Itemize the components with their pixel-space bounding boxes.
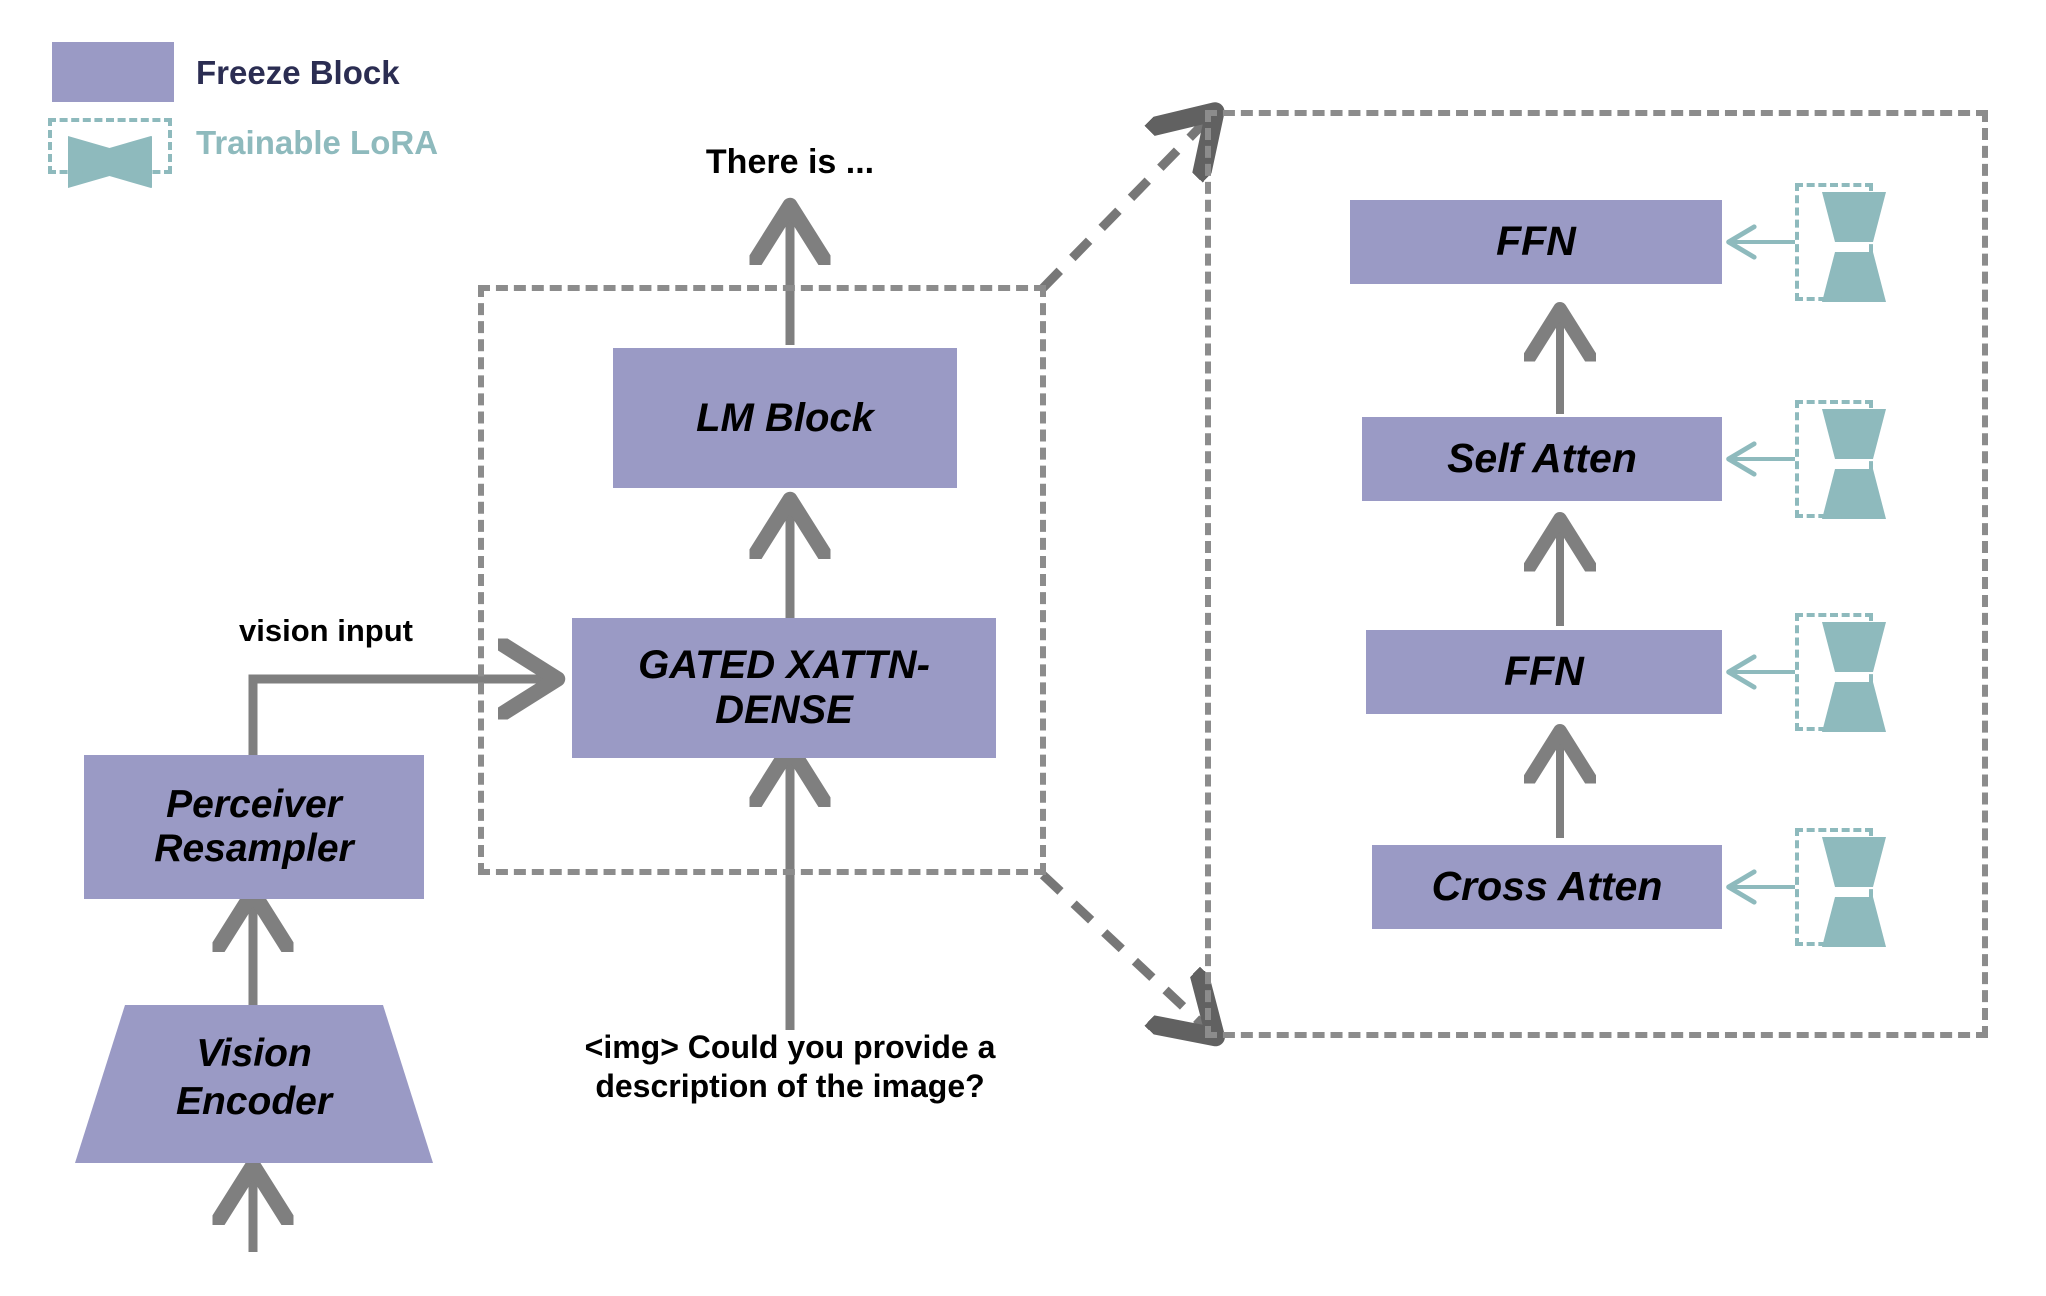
lm-layer-group-box [478, 285, 1046, 875]
output-text: There is ... [705, 143, 875, 181]
expand-connector-bottom [1039, 871, 1205, 1027]
legend-swatch-trainable-lora [48, 118, 172, 174]
perceiver-resampler-block[interactable]: Perceiver Resampler [84, 755, 424, 899]
legend-label-freeze-block: Freeze Block [196, 54, 400, 91]
expand-connector-top [1039, 122, 1205, 292]
lora-module-ffn-bottom[interactable] [1795, 613, 1873, 731]
vision-input-label: vision input [239, 613, 413, 648]
right-block-ffn-top[interactable]: FFN [1350, 200, 1722, 284]
right-block-self-atten[interactable]: Self Atten [1362, 417, 1722, 501]
right-block-cross-atten[interactable]: Cross Atten [1372, 845, 1722, 929]
lora-module-ffn-top[interactable] [1795, 183, 1873, 301]
lora-module-self-atten[interactable] [1795, 400, 1873, 518]
vision-encoder-label[interactable]: Vision Encoder [175, 1032, 333, 1123]
lm-block[interactable]: LM Block [613, 348, 957, 488]
legend-swatch-freeze-block [52, 42, 174, 102]
lora-module-cross-atten[interactable] [1795, 828, 1873, 946]
lm-block-detail-group-box [1205, 110, 1988, 1038]
right-block-ffn-bottom[interactable]: FFN [1366, 630, 1722, 714]
legend-label-trainable-lora: Trainable LoRA [196, 124, 439, 161]
user-prompt-text: <img> Could you provide a description of… [584, 1029, 996, 1105]
gated-xattn-dense-block[interactable]: GATED XATTN-DENSE [572, 618, 996, 758]
